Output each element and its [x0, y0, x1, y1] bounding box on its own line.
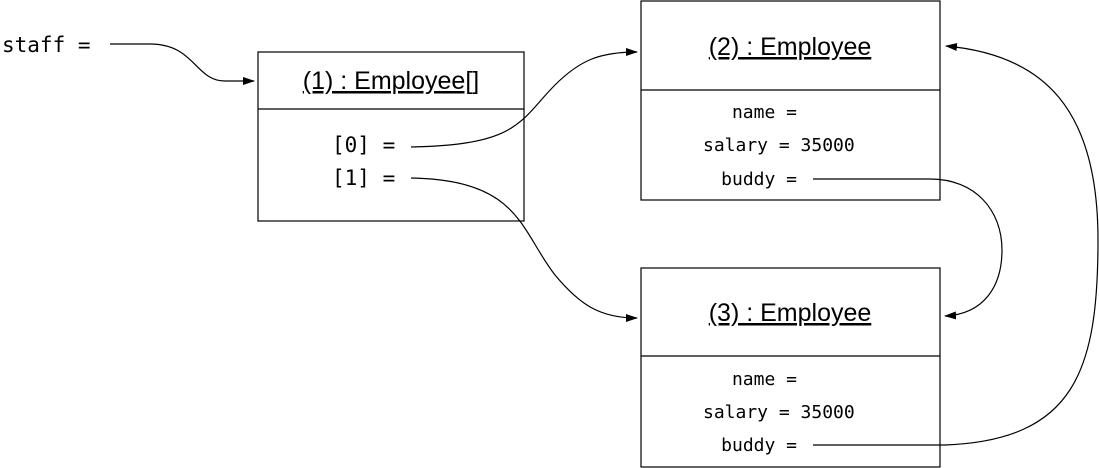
employee-2-buddy-field: buddy =: [721, 169, 797, 190]
employee-3-buddy-field: buddy =: [721, 435, 797, 456]
array-object-box: (1) : Employee[] [0] = [1] =: [257, 51, 525, 222]
staff-reference-arrow: [110, 43, 255, 85]
employee-3-title: (3) : Employee: [709, 299, 872, 327]
employee-3-buddy-arrow: [813, 43, 1099, 446]
employee-2-title: (2) : Employee: [709, 33, 872, 61]
employee-2-box: (2) : Employee name = salary = 35000 bud…: [640, 0, 941, 201]
array-object-title: (1) : Employee[]: [303, 67, 479, 95]
employee-2-name-field: name =: [732, 102, 797, 123]
employee-2-buddy-arrow: [813, 178, 1003, 320]
array-slot-0: [0] =: [332, 133, 395, 157]
employee-3-salary-field: salary = 35000: [703, 402, 855, 423]
employee-3-box: (3) : Employee name = salary = 35000 bud…: [640, 267, 941, 468]
slot-0-reference-arrow: [410, 48, 638, 148]
employee-2-salary-field: salary = 35000: [703, 135, 855, 156]
array-slot-1: [1] =: [332, 166, 395, 190]
employee-3-name-field: name =: [732, 369, 797, 390]
staff-variable-label: staff =: [2, 33, 91, 57]
slot-1-reference-arrow: [410, 177, 638, 322]
